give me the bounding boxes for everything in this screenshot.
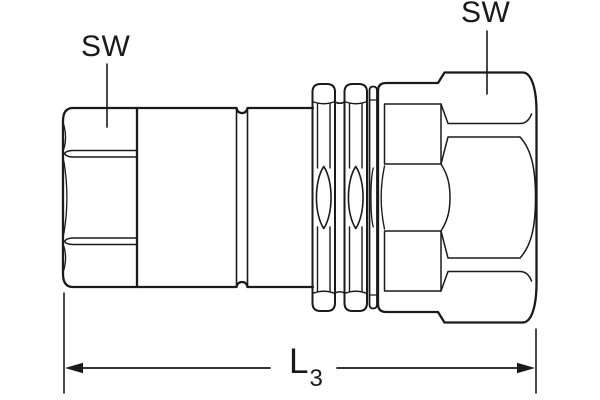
collar-neck-lower xyxy=(383,230,442,292)
length-dimension-letter: L xyxy=(289,342,309,381)
hex-chamfer-arc-right xyxy=(519,136,537,259)
retaining-ring xyxy=(368,85,378,310)
left-hex-nut xyxy=(61,106,139,289)
arrowhead-right xyxy=(517,362,535,374)
sleeve-gap-lines xyxy=(334,101,346,294)
wrench-size-label-left: SW xyxy=(81,30,131,63)
collar-neck-upper xyxy=(383,103,442,165)
sleeve-grip-rib-left xyxy=(311,83,336,312)
hex-edge-band-lower xyxy=(440,230,533,292)
dimension-l3 xyxy=(63,292,537,394)
hex-edge-band-upper xyxy=(440,103,533,165)
sleeve-grip-rib-right xyxy=(343,83,368,312)
hex-chamfer-arc-left xyxy=(440,163,451,232)
length-dimension-subscript: 3 xyxy=(309,365,323,392)
length-dimension-label: L3 xyxy=(289,342,323,391)
right-swivel-nut xyxy=(376,71,538,324)
wrench-size-label-right: SW xyxy=(461,0,511,29)
barrel-groove xyxy=(235,107,249,288)
body-barrel xyxy=(135,106,315,289)
arrowhead-left xyxy=(65,362,83,374)
